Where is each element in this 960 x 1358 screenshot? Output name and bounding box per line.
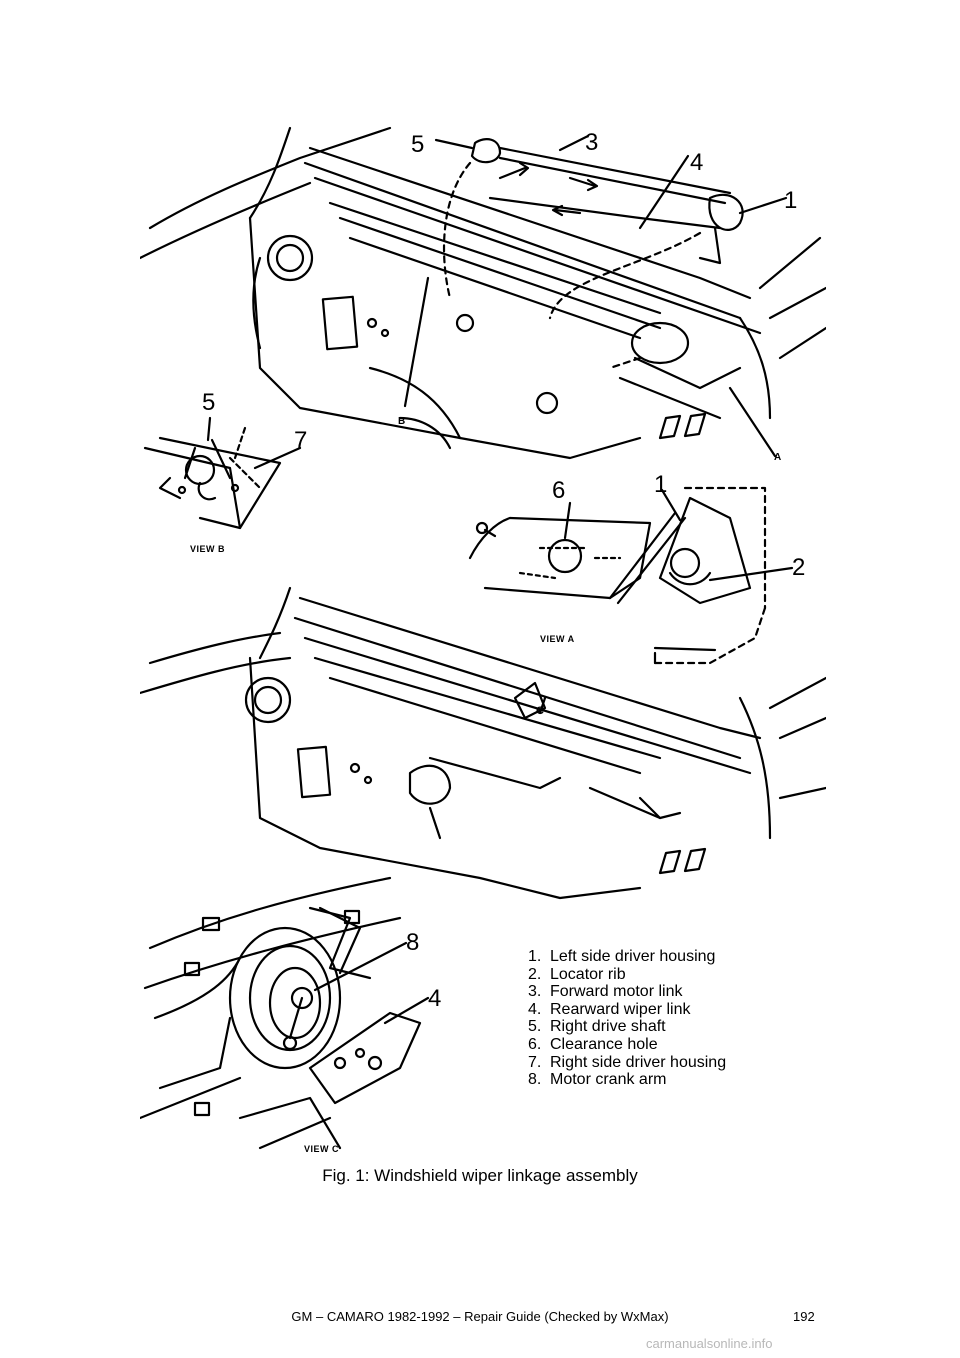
wiper-linkage-illustration: 5 3 4 1 B A 5 7 6 1 2 C 8 4 VIEW B VIEW … xyxy=(140,118,826,1160)
watermark-text: carmanualsonline.info xyxy=(646,1336,773,1351)
legend-item: 6.Clearance hole xyxy=(528,1035,658,1053)
parts-legend: 1.Left side driver housing 2.Locator rib… xyxy=(528,948,828,1089)
legend-item: 4.Rearward wiper link xyxy=(528,1000,691,1018)
legend-item: 1.Left side driver housing xyxy=(528,948,716,965)
callout-viewc-8: 8 xyxy=(406,929,419,956)
callout-viewc-4: 4 xyxy=(428,985,441,1012)
callout-top-3: 3 xyxy=(585,129,598,156)
legend-item: 8.Motor crank arm xyxy=(528,1071,667,1089)
view-c-drawing xyxy=(140,876,430,1150)
page-number: 192 xyxy=(793,1309,815,1324)
legend-item: 7.Right side driver housing xyxy=(528,1053,727,1071)
callout-top-4: 4 xyxy=(690,149,703,176)
view-a-drawing xyxy=(468,486,794,665)
view-c-label: VIEW C xyxy=(304,1144,339,1154)
callout-top-1: 1 xyxy=(784,187,797,214)
footer-title: GM – CAMARO 1982-1992 – Repair Guide (Ch… xyxy=(291,1309,669,1324)
legend-item: 3.Forward motor link xyxy=(528,983,683,1001)
legend-item: 5.Right drive shaft xyxy=(528,1018,666,1036)
callout-viewb-5: 5 xyxy=(202,389,215,416)
callout-ref-b: B xyxy=(398,416,405,427)
view-b-drawing xyxy=(143,416,302,530)
top-cowl-drawing xyxy=(140,126,826,460)
callout-ref-c: C xyxy=(536,705,544,717)
figure-caption: Fig. 1: Windshield wiper linkage assembl… xyxy=(322,1166,638,1185)
view-b-label: VIEW B xyxy=(190,544,225,554)
callout-viewa-2: 2 xyxy=(792,554,805,581)
view-a-label: VIEW A xyxy=(540,634,575,644)
callout-viewa-1: 1 xyxy=(654,471,667,498)
legend-item: 2.Locator rib xyxy=(528,965,626,983)
callout-viewb-7: 7 xyxy=(294,427,307,454)
line-drawing: 5 3 4 1 B A 5 7 6 1 2 C 8 4 VIEW B VIEW … xyxy=(140,126,826,1154)
middle-cowl-drawing xyxy=(140,586,826,900)
callout-viewa-6: 6 xyxy=(552,477,565,504)
callout-top-5: 5 xyxy=(411,131,424,158)
callout-ref-a: A xyxy=(774,452,781,463)
